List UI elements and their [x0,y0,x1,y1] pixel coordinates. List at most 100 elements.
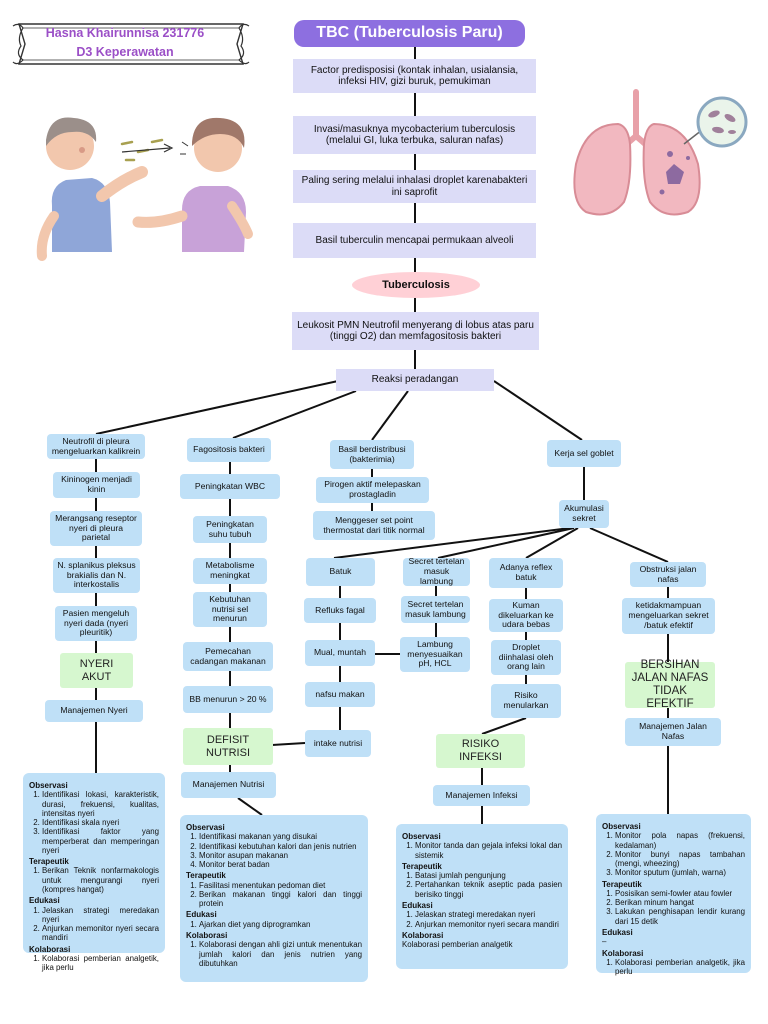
label-edukasi: Edukasi [402,900,433,910]
note-item: Berikan Teknik nonfarmakologis untuk men… [42,866,159,894]
label-edukasi: Edukasi [186,910,217,920]
note-item: Identifikasi lokasi, karakteristik, dura… [42,790,159,818]
note-item: Kolaborasi pemberian analgetik, jika per… [42,954,159,973]
node-inhalasi-droplet: Paling sering melalui inhalasi droplet k… [293,170,536,203]
node-basil-alveoli: Basil tuberculin mencapai permukaan alve… [293,223,536,258]
reflex-node: Droplet diinhalasi oleh orang lain [491,640,561,675]
infected-lungs-illustration-icon [573,89,748,216]
col2-node: Metabolisme meningkat [193,558,267,584]
label-terapeutik: Terapeutik [402,861,442,871]
col2-node: Peningkatan suhu tubuh [193,516,267,543]
ribbon-banner-icon [12,23,250,65]
note-item: Kolaborasi pemberian analgetik, jika per… [615,958,745,977]
note-item: Berikan minum hangat [615,898,745,907]
diagnosis-defisit-nutrisi: DEFISIT NUTRISI [183,728,273,765]
secret-node: Secret tertelan masuk lambung [403,556,470,586]
node-tuberculosis: Tuberculosis [352,272,480,298]
reflex-node: Risiko menularkan [491,684,561,718]
diagnosis-nyeri-akut: NYERI AKUT [60,653,133,688]
col2-node: Fagositosis bakteri [187,438,271,462]
note-item: Kolaborasi dengan ahli gizi untuk menent… [199,940,362,968]
label-kolaborasi: Kolaborasi [402,930,444,940]
reflex-notes: Observasi Monitor tanda dan gejala infek… [396,824,568,969]
label-terapeutik: Terapeutik [186,871,226,881]
node-reaksi-peradangan: Reaksi peradangan [336,369,494,391]
coughing-people-illustration-icon [36,117,253,261]
reflex-node: Adanya reflex batuk [489,558,563,588]
note-item: Anjurkan memonitor nyeri secara mandiri [415,920,562,929]
note-item: Identifikasi makanan yang disukai [199,832,362,841]
note-item: Anjurkan memonitor nyeri secara mandiri [42,924,159,943]
note-item: Monitor bunyi napas tambahan (mengi, whe… [615,850,745,869]
col2-node: Pemecahan cadangan makanan [183,642,273,671]
node-leukosit: Leukosit PMN Neutrofil menyerang di lobu… [292,312,539,350]
reflex-management: Manajemen Infeksi [433,785,530,806]
batuk-node: intake nutrisi [305,730,371,757]
col2-node: BB menurun > 20 % [183,686,273,713]
author-program: D3 Keperawatan [76,45,174,59]
secret-node: Secret tertelan masuk lambung [401,596,470,623]
batuk-node: Batuk [306,558,375,586]
note-item: Lakukan penghisapan lendir kurang dari 1… [615,907,745,926]
label-terapeutik: Terapeutik [29,857,69,867]
label-kolaborasi: Kolaborasi [29,944,71,954]
reflex-node: Kuman dikeluarkan ke udara bebas [489,599,563,632]
col1-management: Manajemen Nyeri [45,700,143,722]
note-item: Fasilitasi menentukan pedoman diet [199,881,362,890]
col3-node: Pirogen aktif melepaskan prostagladin [316,477,429,503]
note-item: Monitor asupan makanan [199,851,362,860]
note-item: Jelaskan strategi meredakan nyeri [415,910,562,919]
col1-node: Merangsang reseptor nyeri di pleura pari… [50,511,142,546]
diagnosis-risiko-infeksi: RISIKO INFEKSI [436,734,525,768]
note-item: Jelaskan strategi meredakan nyeri [42,906,159,925]
note-item: Berikan makanan tinggi kalori dan tinggi… [199,890,362,909]
batuk-node: Refluks fagal [304,598,376,623]
node-invasi-bakteri: Invasi/masuknya mycobacterium tuberculos… [293,116,536,154]
note-item: Posisikan semi-fowler atau fowler [615,889,745,898]
col1-node: Pasien mengeluh nyeri dada (nyeri pleuri… [55,606,137,641]
col2-node: Peningkatan WBC [180,474,280,499]
batuk-node: nafsu makan [305,682,375,707]
note-item: Identifikasi skala nyeri [42,818,159,827]
col1-node: Kininogen menjadi kinin [53,472,140,498]
col1-node: Neutrofil di pleura mengeluarkan kalikre… [47,434,145,459]
note-item: Monitor sputum (jumlah, warna) [615,868,745,877]
col4-node: Akumulasi sekret [559,500,609,528]
col4-node: Kerja sel goblet [547,440,621,467]
col3-node: Basil berdistribusi (bakterimia) [330,440,414,469]
obstruksi-management: Manajemen Jalan Nafas [625,718,721,746]
secret-node: Lambung menyesuaikan pH, HCL [400,637,470,672]
col1-node: N. splanikus pleksus brakialis dan N. in… [53,558,140,593]
label-kolaborasi: Kolaborasi [602,948,644,958]
label-observasi: Observasi [602,822,641,831]
obstruksi-node: ketidakmampuan mengeluarkan sekret /batu… [622,598,715,634]
obstruksi-node: Obstruksi jalan nafas [630,562,706,587]
col2-notes: Observasi Identifikasi makanan yang disu… [180,815,368,982]
col3-node: Menggeser set point thermostat dari titi… [313,511,435,540]
label-kolaborasi: Kolaborasi [186,931,228,941]
col2-node: Kebutuhan nutrisi sel menurun [193,592,267,627]
note-item: Identifikasi faktor yang memperberat dan… [42,827,159,855]
obstruksi-notes: Observasi Monitor pola napas (frekuensi,… [596,814,751,976]
note-item: Identifikasi kebutuhan kalori dan jenis … [199,842,362,851]
author-name: Hasna Khairunnisa 231776 [45,26,205,40]
label-observasi: Observasi [186,823,225,832]
note-item: Monitor tanda dan gejala infeksi lokal d… [415,841,562,860]
page-title: TBC (Tuberculosis Paru) [294,20,525,47]
note-text: Kolaborasi pemberian analgetik [402,940,513,950]
col2-management: Manajemen Nutrisi [181,772,276,798]
label-observasi: Observasi [402,832,441,841]
note-item: Pertahankan teknik aseptic pada pasien b… [415,880,562,899]
note-item: Ajarkan diet yang diprogramkan [199,920,362,929]
label-observasi: Observasi [29,781,68,790]
label-edukasi: Edukasi [29,896,60,906]
note-item: Monitor pola napas (frekuensi, kedalaman… [615,831,745,850]
note-text: – [602,937,607,947]
note-item: Batasi jumlah pengunjung [415,871,562,880]
col1-notes: Observasi Identifikasi lokasi, karakteri… [23,773,165,972]
batuk-node: Mual, muntah [305,640,375,666]
diagnosis-bersihan-jalan-nafas: BERSIHAN JALAN NAFAS TIDAK EFEKTIF [625,659,715,710]
node-faktor-predisposisi: Factor predisposisi (kontak inhalan, usi… [293,59,536,93]
note-item: Monitor berat badan [199,860,362,869]
